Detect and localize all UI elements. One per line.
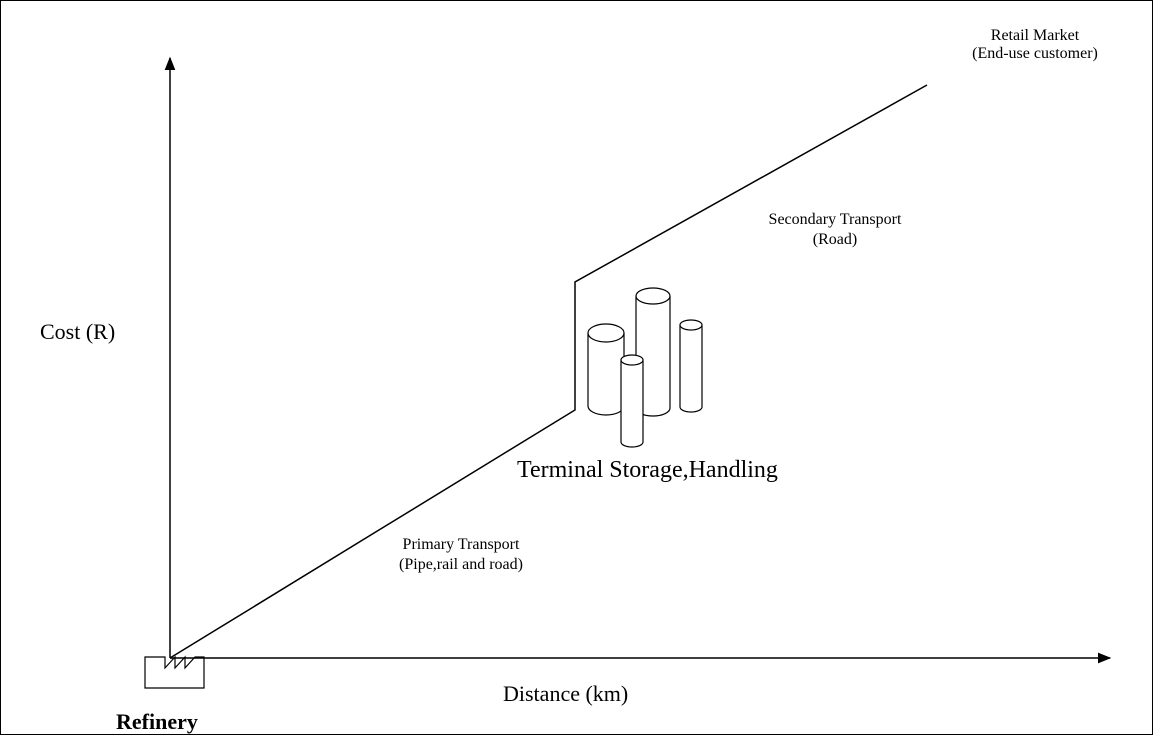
primary-transport-subtitle: (Pipe,rail and road): [399, 556, 523, 573]
retail-market-subtitle: (End-use customer): [972, 45, 1098, 62]
retail-market-title: Retail Market: [990, 27, 1080, 44]
storage-tanks-icon: [587, 287, 703, 448]
refinery-label: Refinery: [116, 709, 198, 734]
secondary-transport-subtitle: (Road): [812, 231, 858, 248]
x-axis-label: Distance (km): [503, 681, 629, 706]
primary-transport-title: Primary Transport: [402, 536, 520, 553]
primary-transport-label: Primary Transport (Pipe,rail and road): [356, 537, 566, 573]
secondary-transport-title: Secondary Transport: [768, 211, 902, 228]
factory-icon: [144, 655, 205, 689]
retail-market-label: Retail Market (End-use customer): [930, 28, 1140, 62]
secondary-transport-label: Secondary Transport (Road): [720, 212, 950, 248]
cost-curve: [169, 84, 928, 659]
terminal-label: Terminal Storage,Handling: [517, 457, 778, 483]
y-axis-label: Cost (R): [40, 319, 116, 344]
